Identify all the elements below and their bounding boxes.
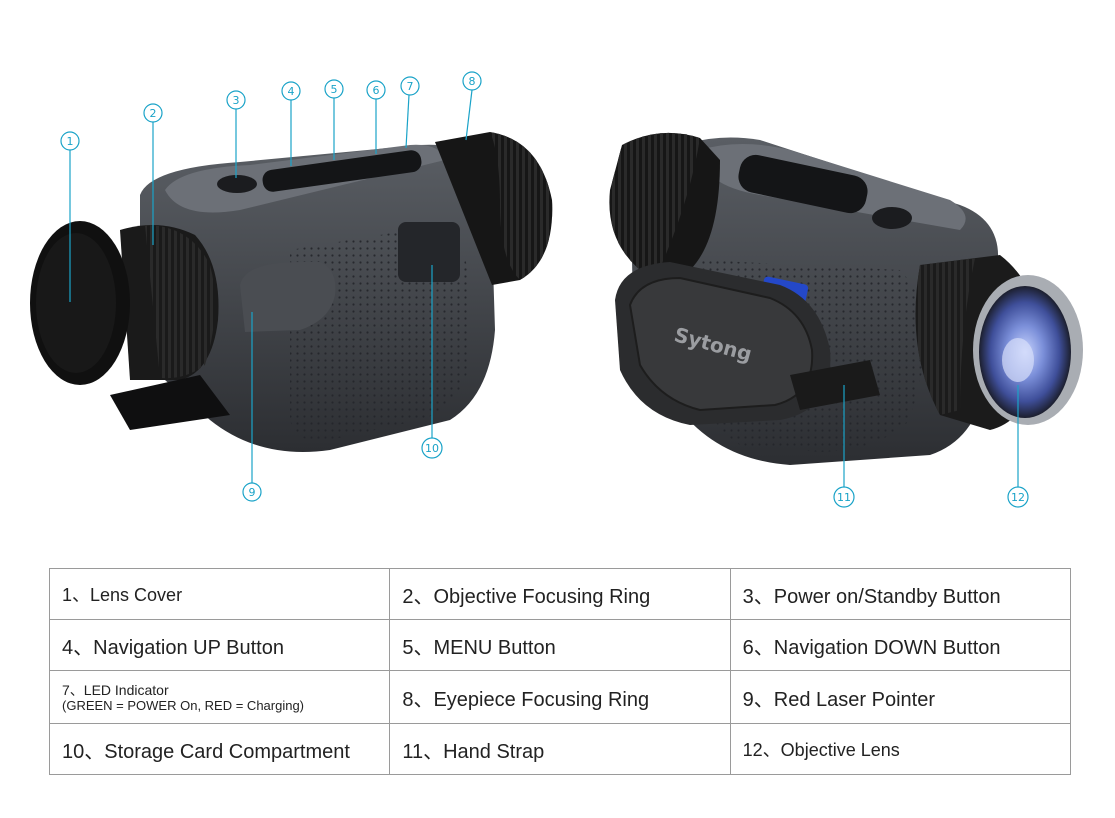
- callout-label-4: 4: [288, 85, 295, 98]
- callout-label-6: 6: [373, 84, 380, 97]
- part-11: 11、Hand Strap: [389, 723, 731, 775]
- left-device: [30, 132, 553, 453]
- laser-pod: [240, 262, 336, 332]
- table-row: 10、Storage Card Compartment 11、Hand Stra…: [48, 723, 1072, 775]
- part-12: 12、Objective Lens: [729, 723, 1072, 775]
- part-1: 1、Lens Cover: [48, 568, 391, 620]
- right-power-button: [872, 207, 912, 229]
- led-note: (GREEN = POWER On, RED = Charging): [62, 698, 305, 713]
- callout-4: [281, 81, 301, 101]
- callout-label-7: 7: [407, 80, 414, 93]
- callout-markers: [60, 71, 1029, 508]
- callout-10: [421, 437, 443, 459]
- callout-7: [400, 76, 420, 96]
- power-button: [217, 175, 257, 193]
- callout-1: [60, 131, 80, 151]
- callout-3: [226, 90, 246, 110]
- part-4: 4、Navigation UP Button: [48, 619, 391, 671]
- objective-barrel-ribs: [915, 258, 975, 415]
- callout-label-2: 2: [150, 107, 157, 120]
- callout-label-10: 10: [425, 442, 439, 455]
- callout-labels: 1 2 3 4 5 6 7 8 9 10 11 12: [67, 75, 1026, 504]
- callout-label-8: 8: [469, 75, 476, 88]
- callout-5: [324, 79, 344, 99]
- strap-buckle: [790, 360, 880, 410]
- eyepiece-ring: [490, 132, 553, 280]
- callout-8: [462, 71, 482, 91]
- callout-label-3: 3: [233, 94, 240, 107]
- callout-11: [833, 486, 855, 508]
- objective-ribs: [145, 225, 215, 379]
- part-10: 10、Storage Card Compartment: [48, 723, 391, 775]
- callout-label-9: 9: [249, 486, 256, 499]
- table-row: 7、LED Indicator (GREEN = POWER On, RED =…: [48, 670, 1072, 724]
- part-9: 9、Red Laser Pointer: [729, 670, 1072, 724]
- parts-legend-table: 1、Lens Cover 2、Objective Focusing Ring 3…: [48, 568, 1072, 775]
- part-2: 2、Objective Focusing Ring: [389, 568, 731, 620]
- callout-9: [242, 482, 262, 502]
- part-7-label: 7、LED Indicator: [62, 682, 169, 698]
- callout-2: [143, 103, 163, 123]
- hand-strap-pad: [628, 276, 814, 412]
- nav-button-strip: [262, 150, 422, 192]
- lens-reflection: [1002, 338, 1034, 382]
- part-3: 3、Power on/Standby Button: [729, 568, 1072, 620]
- product-diagram: Sytong Sytong: [30, 71, 1083, 508]
- callout-label-5: 5: [331, 83, 338, 96]
- callout-label-11: 11: [837, 491, 851, 504]
- part-8: 8、Eyepiece Focusing Ring: [389, 670, 731, 724]
- right-eyepiece-ribs: [609, 132, 700, 270]
- table-row: 1、Lens Cover 2、Objective Focusing Ring 3…: [48, 568, 1072, 620]
- callout-12: [1007, 486, 1029, 508]
- callouts: [69, 89, 1019, 488]
- right-nav-strip: [738, 154, 868, 214]
- card-cover: [398, 222, 460, 282]
- part-7: 7、LED Indicator (GREEN = POWER On, RED =…: [48, 670, 391, 724]
- callout-label-1: 1: [67, 135, 74, 148]
- callout-label-12: 12: [1011, 491, 1025, 504]
- callout-6: [366, 80, 386, 100]
- right-device: Sytong Sytong: [609, 132, 1083, 465]
- table-row: 4、Navigation UP Button 5、MENU Button 6、N…: [48, 619, 1072, 671]
- lens-cover: [36, 233, 116, 373]
- part-6: 6、Navigation DOWN Button: [729, 619, 1072, 671]
- bottom-mount: [110, 375, 230, 430]
- part-5: 5、MENU Button: [389, 619, 731, 671]
